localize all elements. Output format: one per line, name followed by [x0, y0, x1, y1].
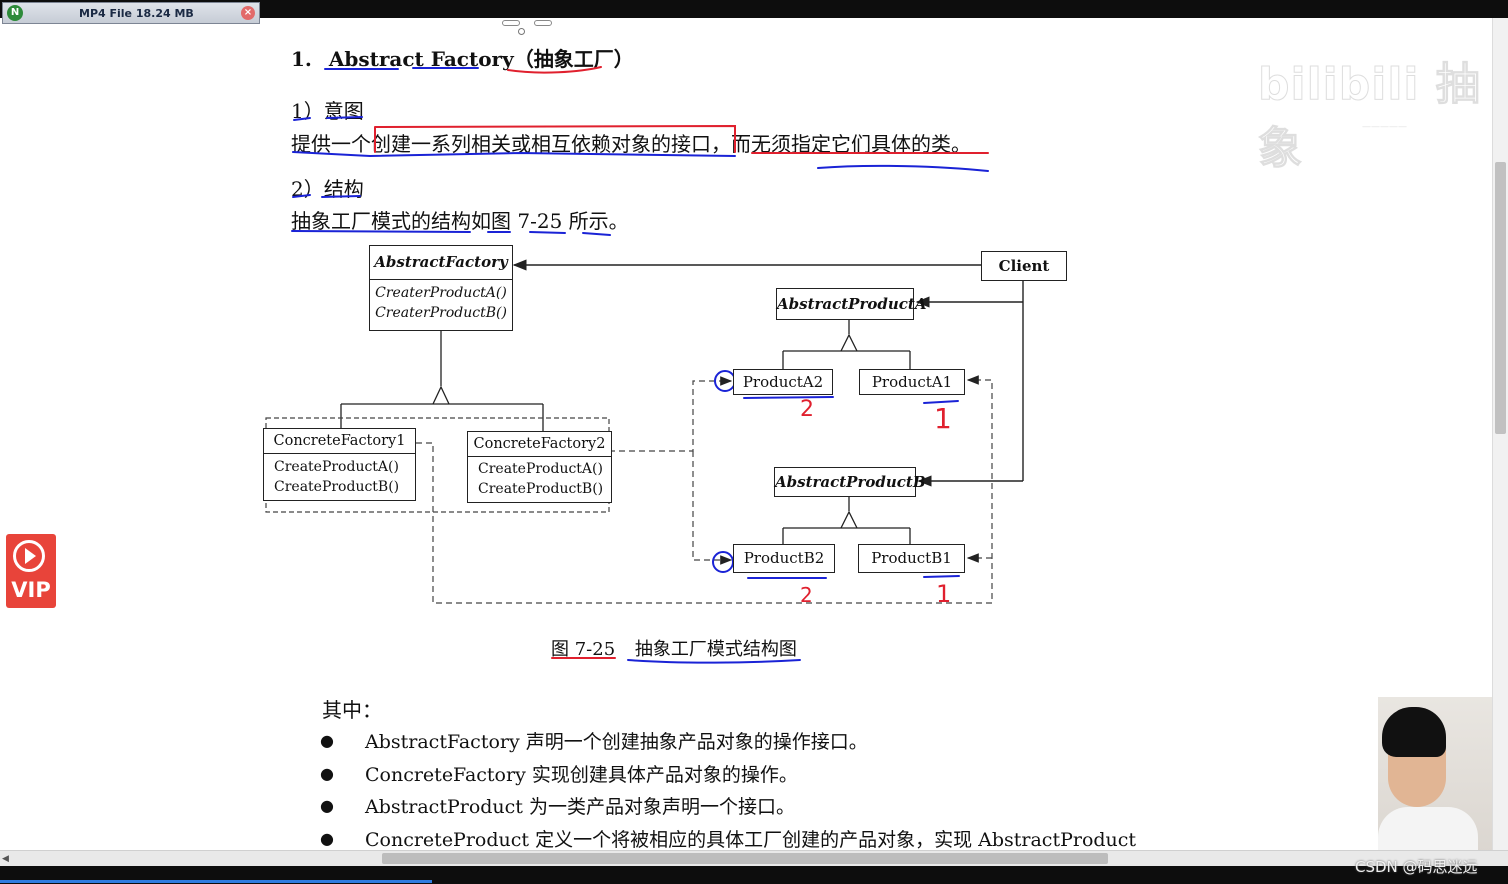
list-item: ConcreteProduct 定义一个将被相应的具体工厂创建的产品对象，实现 … [365, 829, 1137, 851]
abstract-product-b-box: AbstractProductB [774, 467, 926, 497]
section-structure-text: 抽象工厂模式的结构如图 7-25 所示。 [291, 209, 629, 233]
list-intro: 其中： [322, 698, 382, 722]
concrete-factory2-box: ConcreteFactory2 CreateProductA() Create… [467, 431, 612, 503]
webcam-overlay [1378, 697, 1508, 865]
pen-mark-a2: 2 [800, 397, 814, 422]
watermark-sub: ————— [1362, 122, 1407, 132]
pen-mark-a1: 1 [934, 402, 952, 435]
heading-number: 1. [291, 47, 312, 71]
product-a2-box: ProductA2 [733, 369, 833, 395]
list-item: AbstractProduct 为一类产品对象声明一个接口。 [365, 796, 795, 818]
client-label: Client [998, 257, 1050, 275]
pen-mark-b1: 1 [936, 580, 952, 608]
cf1-operation-b: CreateProductB() [274, 479, 400, 495]
figure-caption: 图 7-25 抽象工厂模式结构图 [551, 635, 797, 661]
list-item: ConcreteFactory 实现创建具体产品对象的操作。 [365, 764, 798, 786]
bullet-icon: ● [320, 764, 334, 783]
product-a1-label: ProductA1 [871, 373, 953, 391]
n-circle-icon: N [7, 5, 23, 21]
client-box: Client [981, 251, 1067, 281]
abstract-product-a-box: AbstractProductA [776, 288, 927, 320]
player-top-bar [0, 0, 1508, 18]
abstract-factory-box: AbstractFactory CreaterProductA() Create… [369, 245, 513, 331]
pen-mark-b2: 2 [800, 583, 813, 607]
vip-label: VIP [11, 578, 51, 602]
product-b2-box: ProductB2 [733, 544, 835, 573]
cf2-operation-a: CreateProductA() [478, 461, 603, 477]
bullet-icon: ● [320, 731, 334, 750]
cf2-operation-b: CreateProductB() [478, 481, 604, 497]
bullet-icon: ● [320, 829, 334, 848]
page-prev-handle[interactable] [502, 20, 520, 26]
product-b1-label: ProductB1 [871, 549, 952, 567]
vertical-scrollbar[interactable] [1492, 18, 1508, 850]
csdn-watermark: CSDN @码思迷远 [1355, 858, 1478, 876]
close-icon[interactable]: × [241, 6, 255, 20]
product-a2-label: ProductA2 [742, 373, 824, 391]
player-bottom-bar [0, 866, 1508, 884]
bilibili-watermark: bilibili 抽象 [1258, 59, 1481, 175]
horizontal-scroll-thumb[interactable] [382, 853, 1108, 864]
concrete-factory1-box: ConcreteFactory1 CreateProductA() Create… [263, 428, 416, 501]
intent-text-b: 创建一系列相关或相互依赖对象的接口 [371, 132, 711, 156]
concrete-factory1-title: ConcreteFactory1 [264, 429, 415, 454]
figure-number: 图 7-25 [551, 639, 616, 660]
abstract-product-a-label: AbstractProductA [777, 295, 927, 313]
figure-title: 抽象工厂模式结构图 [634, 639, 797, 660]
concrete-factory2-title: ConcreteFactory2 [468, 432, 611, 457]
product-a1-box: ProductA1 [859, 369, 965, 395]
play-icon [13, 540, 45, 572]
page-dot-icon [518, 28, 525, 35]
cf1-operation-a: CreateProductA() [274, 459, 399, 475]
af-operation-a: CreaterProductA() [375, 285, 507, 301]
file-info-label: MP4 File 18.24 MB [79, 7, 194, 20]
abstract-product-b-label: AbstractProductB [775, 473, 926, 491]
horizontal-scrollbar[interactable]: ◀ [0, 850, 1508, 867]
page-next-handle[interactable] [534, 20, 552, 26]
list-item: AbstractFactory 声明一个创建抽象产品对象的操作接口。 [365, 731, 868, 753]
file-info-bar[interactable]: N MP4 File 18.24 MB × [2, 2, 260, 24]
webcam-hair [1382, 707, 1446, 757]
vip-badge[interactable]: VIP [6, 534, 56, 608]
scroll-left-icon[interactable]: ◀ [2, 854, 9, 864]
af-operation-b: CreaterProductB() [375, 305, 507, 321]
playback-progress[interactable] [0, 880, 432, 883]
heading-chinese: （抽象工厂） [513, 47, 634, 71]
page-navigator[interactable] [500, 18, 552, 36]
vertical-scroll-thumb[interactable] [1495, 162, 1506, 434]
product-b2-label: ProductB2 [743, 549, 825, 567]
bullet-icon: ● [320, 796, 334, 815]
abstract-factory-title: AbstractFactory [370, 246, 512, 280]
product-b1-box: ProductB1 [858, 544, 965, 573]
